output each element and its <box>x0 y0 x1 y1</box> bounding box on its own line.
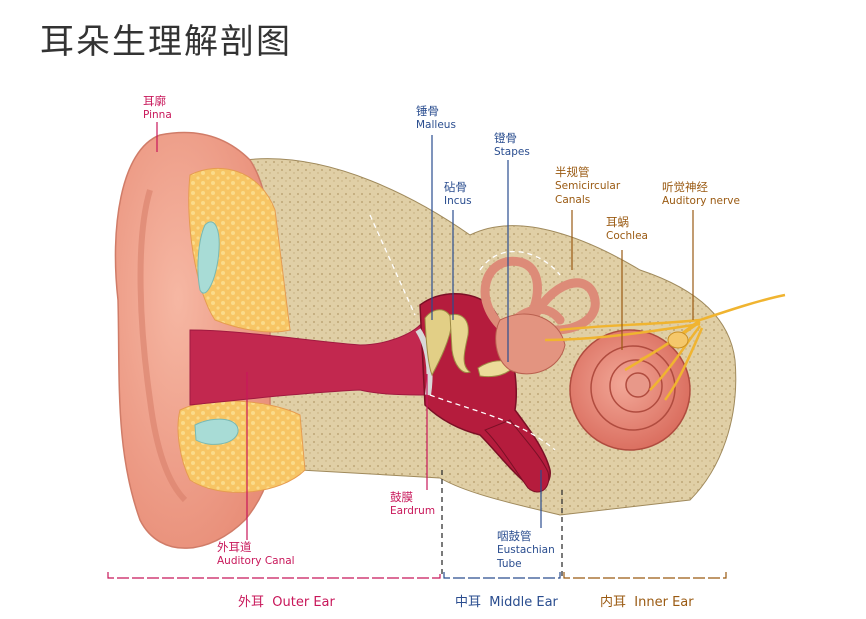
pinna-inner-fold <box>137 189 188 503</box>
section-inner-ear: 内耳 Inner Ear <box>600 595 694 610</box>
bracket-inner <box>563 572 727 579</box>
bracket-outer <box>107 572 441 579</box>
region-outlines <box>369 214 561 451</box>
section-middle-ear: 中耳 Middle Ear <box>455 595 558 610</box>
cartilage-cyan-upper <box>197 221 220 294</box>
bracket-middle <box>443 572 561 579</box>
incus-shape <box>449 313 472 374</box>
section-outer-ear: 外耳 Outer Ear <box>238 595 335 610</box>
nerve-ganglion <box>667 331 689 349</box>
malleus-shape <box>424 309 453 377</box>
auditory-nerve-shape <box>544 293 786 401</box>
leader-lines <box>156 122 694 540</box>
vestibule <box>495 313 566 375</box>
eustachian-tube-shape <box>484 419 550 493</box>
section-boundaries <box>441 470 563 578</box>
page-title: 耳朵生理解剖图 <box>40 22 292 62</box>
cartilage-cyan-lower <box>194 418 239 445</box>
cochlea-shape <box>569 329 691 451</box>
cartilage-upper <box>188 167 291 333</box>
cartilage-lower <box>177 400 306 493</box>
